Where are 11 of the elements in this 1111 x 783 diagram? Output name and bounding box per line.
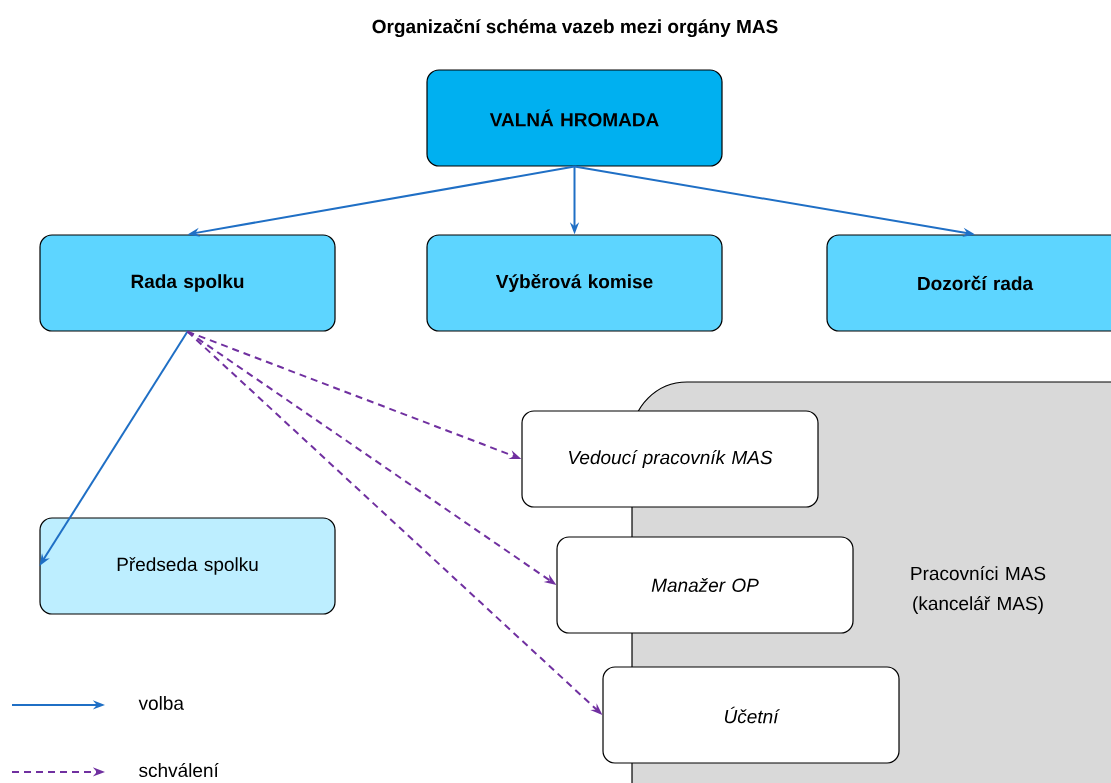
process-box: Rada spolku [39,234,336,332]
process-box: VALNÁ HROMADA [426,69,723,167]
process-box: Manažer OP [556,536,854,634]
legend-text: volba [138,696,184,710]
title: Organizační schéma vazeb mezi orgány MAS [372,18,778,38]
process-box: Výběrová komise [426,234,723,332]
process-box: Dozorčí rada [826,234,1111,332]
legend-text: schválení [139,762,219,778]
process-box: Vedoucí pracovník MAS [521,410,819,508]
process-box: Účetní [602,666,900,764]
process-box: Předseda spolku [39,517,336,615]
